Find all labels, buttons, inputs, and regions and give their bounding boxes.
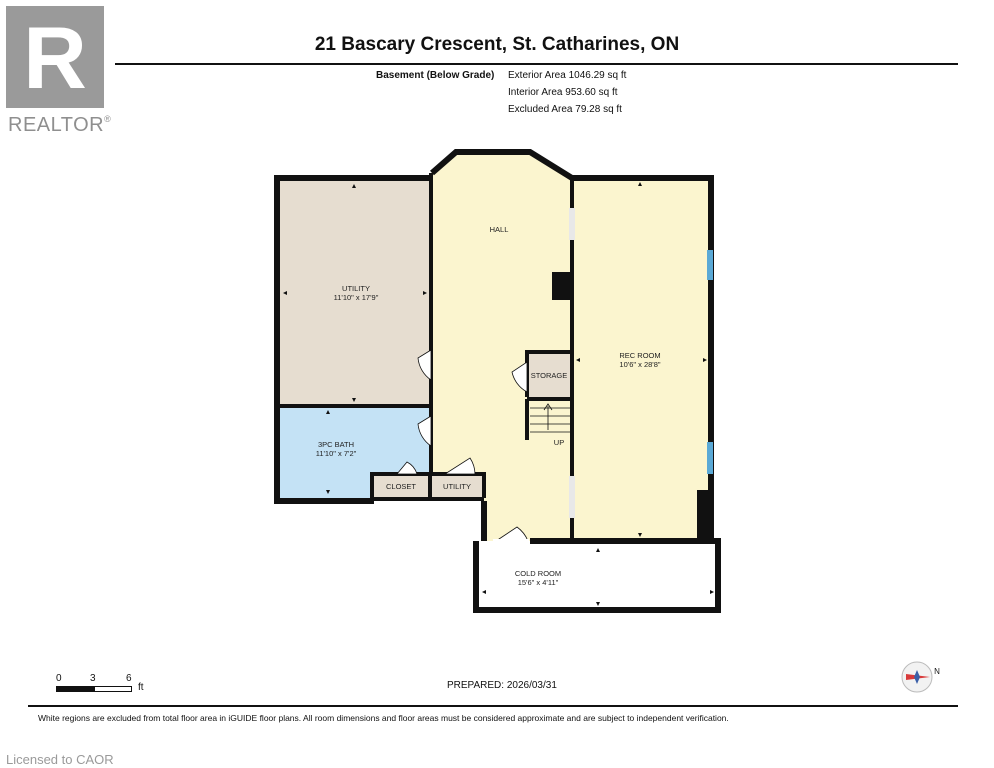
rec-room-fill	[572, 178, 711, 541]
storage-door	[511, 361, 528, 393]
scale-segment-dark	[56, 686, 95, 692]
realtor-logo-mark: R	[6, 6, 104, 108]
footer-divider	[28, 705, 958, 707]
dim-arrow	[283, 291, 287, 295]
bath-door	[417, 415, 432, 447]
hall-angled-wall	[430, 149, 574, 181]
excluded-area: Excluded Area 79.28 sq ft	[508, 104, 622, 115]
rec-window-upper	[707, 250, 713, 280]
utility-room-dims: 11'10" x 17'9"	[334, 293, 379, 302]
hall-rec-opening-upper	[569, 208, 575, 240]
dim-arrow	[326, 410, 330, 414]
dim-arrow	[703, 358, 707, 362]
dim-arrow	[710, 590, 714, 594]
cold-room-wall	[473, 538, 721, 613]
rec-south-east-column	[697, 490, 714, 542]
realtor-logo-text: REALTOR®	[8, 114, 112, 136]
scale-segment-light	[94, 686, 132, 692]
utility-door	[417, 349, 432, 381]
storage-name: STORAGE	[531, 371, 568, 380]
prepared-date: PREPARED: 2026/03/31	[447, 680, 557, 691]
realtor-r-icon: R	[23, 8, 87, 107]
cold-room-dims: 15'6" x 4'11"	[518, 578, 559, 587]
dim-arrow	[576, 358, 580, 362]
east-wall	[572, 175, 714, 490]
utility-small-name: UTILITY	[443, 482, 471, 491]
bath-dims: 11'10" x 7'2"	[316, 449, 357, 458]
page-title: 21 Bascary Crescent, St. Catharines, ON	[314, 34, 680, 55]
interior-area: Interior Area 953.60 sq ft	[508, 87, 618, 98]
dim-arrow	[326, 490, 330, 494]
scale-bar: 0 3 6 ft	[56, 673, 156, 697]
compass-icon: N	[901, 661, 940, 693]
header-divider	[115, 63, 958, 65]
level-label: Basement (Below Grade)	[376, 70, 495, 81]
stair-arrowhead-icon	[543, 403, 553, 411]
rec-room-name: REC ROOM	[619, 351, 660, 360]
scale-tick-0: 0	[56, 673, 62, 684]
utility-room-name: UTILITY	[342, 284, 370, 293]
scale-tick-3: 3	[90, 673, 96, 684]
closet-fill	[374, 476, 429, 498]
scale-tick-6: 6	[126, 673, 132, 684]
license-credit: Licensed to CAOR	[6, 752, 114, 767]
dim-arrow	[482, 590, 486, 594]
cold-room-name: COLD ROOM	[515, 569, 561, 578]
realtor-logo: R REALTOR®	[6, 6, 114, 136]
dim-arrow	[638, 533, 642, 537]
hall-column	[552, 272, 570, 300]
stairs-label: UP	[554, 438, 564, 447]
scale-unit: ft	[138, 682, 144, 693]
west-wall	[274, 175, 432, 504]
storage-fill	[527, 352, 571, 397]
cold-room-fill	[478, 544, 718, 609]
hall-name: HALL	[490, 225, 509, 234]
bath-name: 3PC BATH	[318, 440, 354, 449]
closet-door	[396, 461, 418, 475]
hall-fill	[431, 152, 572, 541]
svg-text:R: R	[23, 8, 87, 107]
dim-arrow	[352, 398, 356, 402]
utility-room-fill	[279, 180, 430, 406]
hall-rec-opening-lower	[569, 476, 575, 518]
rec-room-dims: 10'6" x 28'8"	[619, 360, 660, 369]
utility-small-door	[443, 457, 476, 475]
dim-arrow	[596, 548, 600, 552]
disclaimer-text: White regions are excluded from total fl…	[38, 713, 729, 723]
dim-arrow	[638, 182, 642, 186]
dim-arrow	[596, 602, 600, 606]
dim-arrow	[423, 291, 427, 295]
dim-arrow	[352, 184, 356, 188]
cold-room-doorway	[493, 539, 529, 544]
compass-north-label: N	[934, 667, 940, 676]
exterior-area: Exterior Area 1046.29 sq ft	[508, 70, 627, 81]
utility-small-fill	[432, 476, 482, 498]
closet-name: CLOSET	[386, 482, 416, 491]
rec-window-lower	[707, 442, 713, 474]
